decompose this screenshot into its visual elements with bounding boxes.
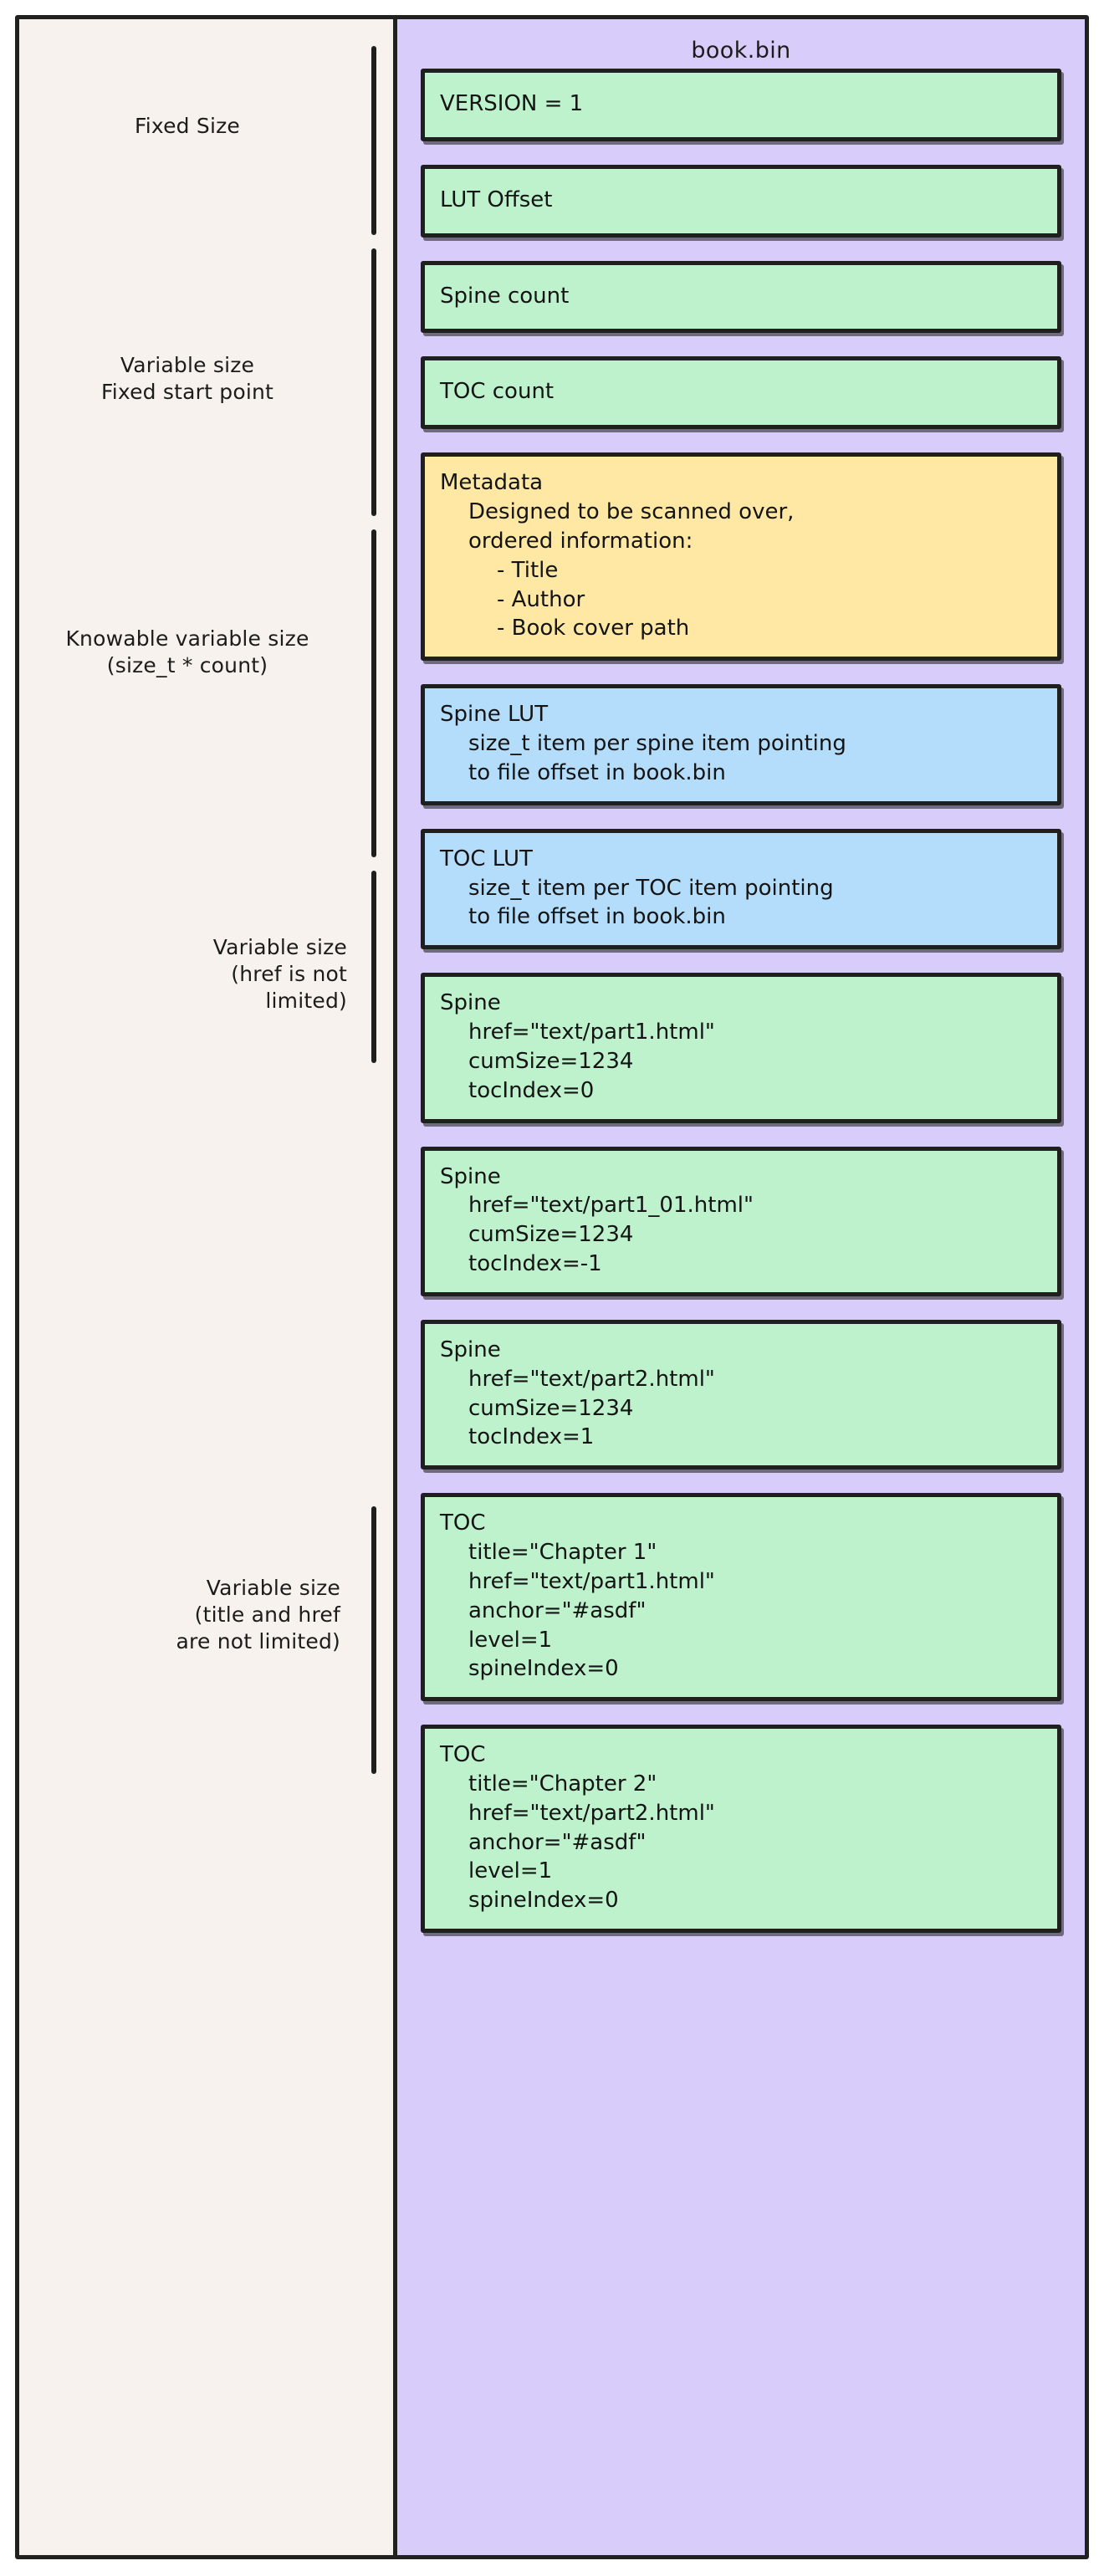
block-toc-1: TOC title="Chapter 1"href="text/part1.htm… xyxy=(421,1493,1061,1702)
annotation-fixed-size: Fixed Size xyxy=(134,114,241,138)
block-head: Spine count xyxy=(440,283,570,309)
file-title: book.bin xyxy=(691,38,791,64)
block-head: TOC xyxy=(440,1510,486,1536)
bracket-variable-title-href xyxy=(371,1506,376,1774)
block-line: size_t item per spine item pointing xyxy=(468,731,846,757)
block-head: Spine LUT xyxy=(440,702,549,728)
block-head: Metadata xyxy=(440,470,544,496)
block-spine-3: Spine href="text/part2.html" cumSize=1234 t… xyxy=(421,1319,1061,1470)
annotations-column: Fixed Size Variable size Fixed start poi… xyxy=(19,19,397,2555)
bracket-knowable-variable xyxy=(371,529,376,857)
block-line: href="text/part2.html" xyxy=(468,1366,715,1392)
file-format-diagram: Fixed Size Variable size Fixed start poi… xyxy=(15,15,1089,2559)
bracket-fixed-size xyxy=(371,46,376,235)
block-line: title="Chapter 2" xyxy=(468,1771,657,1797)
block-line: tocIndex=1 xyxy=(468,1424,595,1450)
block-spine-2: Spine href="text/part1_01.html" cumSize=12… xyxy=(421,1146,1061,1296)
block-line: href="text/part1.html" xyxy=(468,1020,715,1045)
block-version: VERSION = 1 xyxy=(421,69,1061,141)
block-spine-lut: Spine LUT size_t item per spine item poin… xyxy=(421,684,1061,805)
block-line: size_t item per TOC item pointing xyxy=(468,875,834,901)
block-line: href="text/part1_01.html" xyxy=(468,1193,754,1219)
block-head: Spine xyxy=(440,990,501,1016)
block-line: cumSize=1234 xyxy=(468,1048,634,1074)
block-line: href="text/part2.html" xyxy=(468,1800,715,1826)
bracket-variable-fixed-start xyxy=(371,248,376,516)
block-line: Designed to be scanned over, xyxy=(468,499,795,525)
block-line: - Author xyxy=(497,586,585,612)
block-spine-count: Spine count xyxy=(421,260,1061,334)
block-line: tocIndex=-1 xyxy=(468,1251,602,1277)
block-line: level=1 xyxy=(468,1627,553,1653)
block-head: TOC count xyxy=(440,379,555,405)
block-line: to file offset in book.bin xyxy=(468,904,726,930)
block-line: anchor="#asdf" xyxy=(468,1829,647,1855)
block-head: Spine xyxy=(440,1337,501,1362)
block-line: spineIndex=0 xyxy=(468,1888,619,1914)
block-head: LUT Offset xyxy=(440,187,553,212)
block-line: cumSize=1234 xyxy=(468,1222,634,1248)
block-line: title="Chapter 1" xyxy=(468,1540,657,1566)
block-line: anchor="#asdf" xyxy=(468,1597,647,1623)
block-line: ordered information: xyxy=(468,528,693,554)
block-spine-1: Spine href="text/part1.html" cumSize=1234 t… xyxy=(421,973,1061,1123)
block-toc-count: TOC count xyxy=(421,356,1061,430)
block-toc-2: TOC title="Chapter 2" href="text/part2.htm… xyxy=(421,1725,1061,1934)
block-line: level=1 xyxy=(468,1858,553,1884)
block-line: spineIndex=0 xyxy=(468,1656,619,1682)
block-line: cumSize=1234 xyxy=(468,1395,634,1421)
block-head: VERSION = 1 xyxy=(440,91,584,116)
block-line: - Title xyxy=(497,557,559,583)
annotation-knowable-variable-size: Knowable variable size (size_t * count) xyxy=(65,626,309,677)
bracket-variable-href xyxy=(371,871,376,1063)
block-head: Spine xyxy=(440,1163,501,1189)
block-toc-lut: TOC LUT size_t item per TOC item pointing… xyxy=(421,828,1061,950)
block-head: TOC xyxy=(440,1742,486,1768)
block-head: TOC LUT xyxy=(440,846,533,871)
annotation-variable-size-title-href: Variable size (title and href are not li… xyxy=(176,1576,340,1653)
block-line: tocIndex=0 xyxy=(468,1077,595,1103)
block-lut-offset: LUT Offset xyxy=(421,164,1061,238)
block-line: to file offset in book.bin xyxy=(468,759,726,785)
block-line: href="text/part1.html" xyxy=(468,1568,715,1594)
annotation-variable-fixed-start: Variable size Fixed start point xyxy=(100,353,274,404)
block-line: - Book cover path xyxy=(497,616,690,641)
annotation-variable-size-href: Variable size (href is not limited) xyxy=(212,935,347,1013)
